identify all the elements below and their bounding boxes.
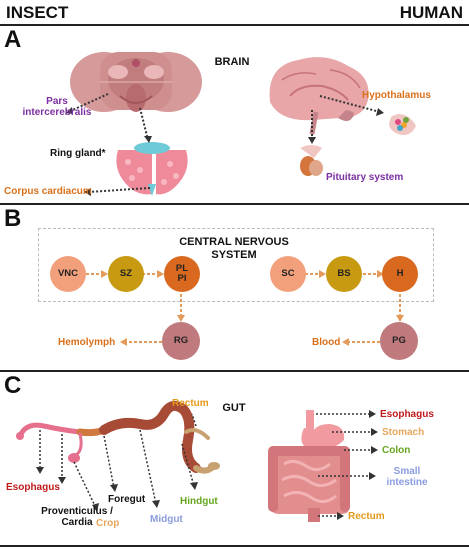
node-h: H: [382, 256, 418, 292]
ring-gland-illustration: [116, 142, 188, 196]
label-colon: Colon: [382, 445, 411, 456]
label-insect-rectum: Rectum: [172, 398, 209, 409]
label-hindgut: Hindgut: [180, 496, 218, 507]
label-stomach: Stomach: [382, 427, 425, 438]
node-pg: PG: [380, 322, 418, 360]
label-human-rectum: Rectum: [348, 511, 385, 522]
human-header: HUMAN: [399, 3, 463, 22]
node-sz: SZ: [108, 256, 144, 292]
label-proventiculus: Proventiculus / Cardia: [41, 506, 113, 528]
label-pars-intercerebralis: Pars intercerebralis: [22, 96, 92, 118]
rule-a-b: [0, 203, 469, 205]
label-hemolymph: Hemolymph: [58, 337, 116, 348]
panel-a-title: BRAIN: [214, 56, 250, 68]
cns-dashed-frame: [38, 228, 434, 302]
pituitary-illustration: [300, 145, 323, 176]
panel-b-title: CENTRAL NERVOUS SYSTEM: [179, 236, 289, 261]
label-corpus-cardiacum: Corpus cardiacum: [4, 186, 92, 197]
node-pl-pi: PL PI: [164, 256, 200, 292]
label-crop: Crop: [96, 518, 120, 529]
label-ring-gland: Ring gland*: [50, 148, 106, 159]
insect-header: INSECT: [6, 3, 69, 22]
label-insect-esophagus: Esophagus: [6, 482, 60, 493]
node-vnc: VNC: [50, 256, 86, 292]
label-midgut: Midgut: [150, 514, 183, 525]
label-blood: Blood: [312, 337, 341, 348]
label-foregut: Foregut: [108, 494, 146, 505]
insect-brain-illustration: [70, 52, 202, 112]
label-human-esophagus: Esophagus: [380, 409, 434, 420]
node-bs: BS: [326, 256, 362, 292]
hypothalamus-illustration: [389, 114, 416, 135]
panel-a-letter: A: [4, 26, 22, 53]
label-small-intestine: Small intestine: [386, 466, 428, 488]
label-pituitary-system: Pituitary system: [326, 172, 404, 183]
node-rg: RG: [162, 322, 200, 360]
label-hypothalamus: Hypothalamus: [362, 90, 431, 101]
human-brain-illustration: [269, 57, 369, 135]
human-gut-illustration: [268, 410, 350, 522]
insect-gut-illustration: [17, 400, 217, 474]
panel-b-letter: B: [4, 205, 22, 232]
panel-c-letter: C: [4, 372, 22, 399]
rule-b-c: [0, 370, 469, 372]
node-sc: SC: [270, 256, 306, 292]
rule-bottom: [0, 545, 469, 547]
panel-c-title: GUT: [222, 402, 246, 414]
rule-top: [0, 24, 469, 26]
